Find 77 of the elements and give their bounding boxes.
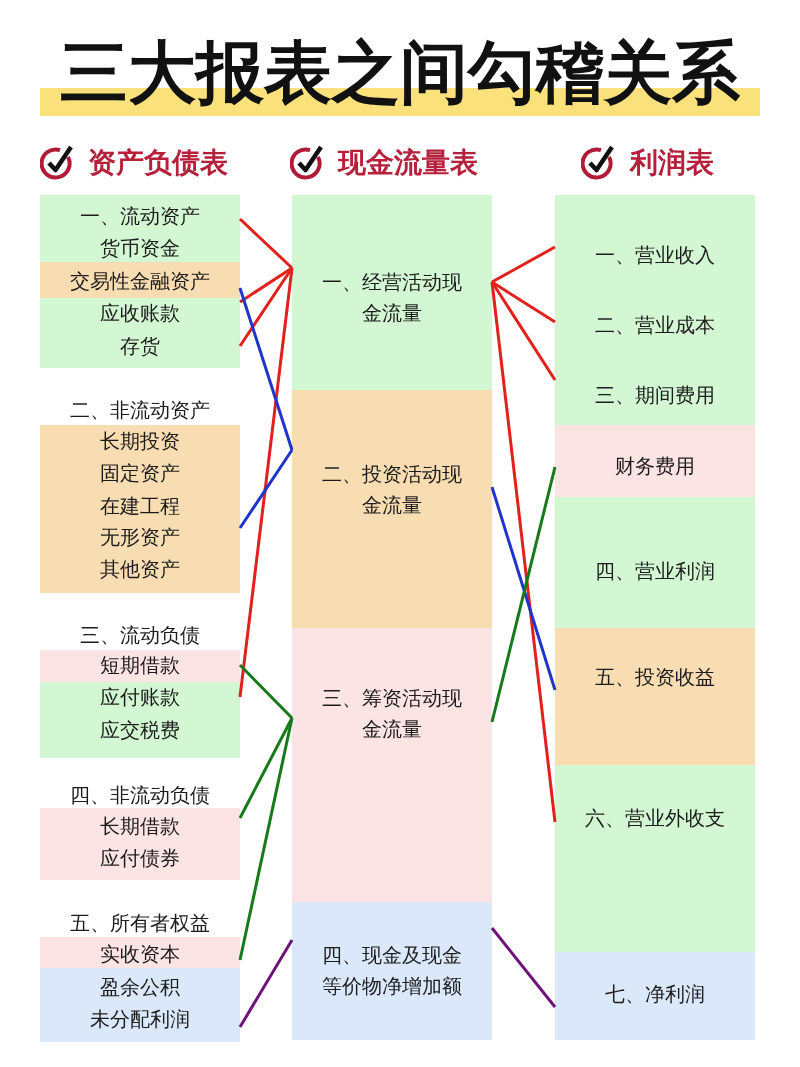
column-heading: 利润表	[630, 145, 714, 181]
connector-line	[238, 939, 294, 1028]
row-band	[40, 195, 240, 232]
row-band	[555, 195, 755, 290]
row-label: 二、营业成本	[595, 312, 715, 338]
section-panel	[292, 390, 492, 628]
row-label: 货币资金	[100, 235, 180, 261]
row-label: 盈余公积	[100, 974, 180, 1000]
row-band	[40, 1002, 240, 1042]
row-label: 无形资产	[100, 524, 180, 550]
row-label: 长期借款	[100, 813, 180, 839]
row-band	[555, 360, 755, 425]
connector-line	[490, 281, 557, 823]
row-band	[555, 425, 755, 497]
section-label: 四、现金及现金等价物净增加额	[321, 942, 463, 1000]
row-label: 应交税费	[100, 717, 180, 743]
row-band	[40, 808, 240, 842]
row-band	[40, 425, 240, 457]
row-label: 三、期间费用	[595, 382, 715, 408]
row-band	[40, 232, 240, 262]
section-panel	[292, 195, 492, 390]
section-panel	[292, 902, 492, 1040]
row-band	[555, 628, 755, 765]
section-heading: 二、非流动资产	[70, 397, 210, 423]
row-band	[40, 553, 240, 593]
row-label: 财务费用	[615, 453, 695, 479]
row-band	[40, 937, 240, 968]
row-label: 在建工程	[100, 493, 180, 519]
connector-line	[238, 717, 294, 961]
connector-line	[238, 287, 294, 451]
row-label: 固定资产	[100, 460, 180, 486]
row-band	[555, 952, 755, 1040]
row-band	[555, 765, 755, 952]
row-band	[40, 650, 240, 682]
row-label: 存货	[120, 333, 160, 359]
row-label: 四、营业利润	[595, 558, 715, 584]
row-band	[555, 497, 755, 628]
column-heading: 现金流量表	[338, 145, 478, 181]
connector-line	[490, 486, 557, 691]
row-label: 其他资产	[100, 556, 180, 582]
row-label: 五、投资收益	[595, 664, 715, 690]
connector-line	[238, 217, 294, 270]
row-label: 短期借款	[100, 652, 180, 678]
section-panel	[292, 628, 492, 902]
row-band	[40, 842, 240, 880]
row-band	[40, 968, 240, 1002]
section-heading: 五、所有者权益	[70, 910, 210, 936]
row-label: 长期投资	[100, 428, 180, 454]
connector-line	[238, 267, 294, 698]
section-label: 三、筹资活动现金流量	[321, 685, 463, 743]
row-label: 应付账款	[100, 684, 180, 710]
column-heading: 资产负债表	[88, 145, 228, 181]
section-heading: 四、非流动负债	[70, 782, 210, 808]
row-band	[40, 298, 240, 330]
connector-line	[238, 449, 294, 529]
connector-line	[491, 280, 556, 324]
connector-line	[238, 663, 294, 720]
connector-line	[491, 245, 556, 284]
row-label: 一、流动资产	[80, 203, 200, 229]
connector-line	[239, 266, 293, 304]
section-label: 一、经营活动现金流量	[321, 269, 463, 327]
row-label: 交易性金融资产	[70, 268, 210, 294]
row-label: 应收账款	[100, 300, 180, 326]
connector-line	[490, 466, 557, 723]
row-band	[40, 682, 240, 714]
row-label: 应付债券	[100, 845, 180, 871]
row-label: 未分配利润	[90, 1006, 190, 1032]
row-band	[40, 262, 240, 298]
connector-line	[490, 927, 557, 1008]
row-band	[40, 330, 240, 368]
section-heading: 三、流动负债	[80, 622, 200, 648]
section-label: 二、投资活动现金流量	[321, 461, 463, 519]
row-label: 七、净利润	[605, 981, 705, 1007]
row-label: 一、营业收入	[595, 242, 715, 268]
row-label: 实收资本	[100, 941, 180, 967]
row-band	[40, 714, 240, 758]
row-label: 六、营业外收支	[585, 805, 725, 831]
